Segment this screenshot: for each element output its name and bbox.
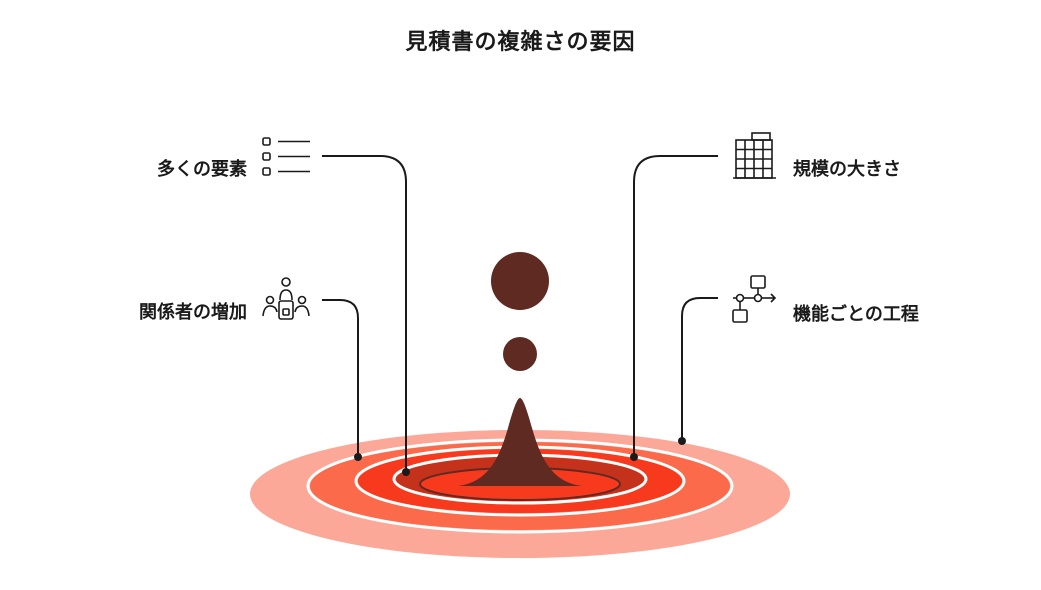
page-title: 見積書の複雑さの要因 <box>405 30 636 55</box>
connector-stakeholders <box>322 299 359 457</box>
flowchart-icon <box>732 275 777 323</box>
connector-scale <box>633 155 718 457</box>
droplet-small <box>503 337 537 371</box>
connector-dot-stakeholders <box>354 453 362 461</box>
label-per-function-effort: 機能ごとの工程 <box>793 304 919 325</box>
connector-dot-per-function <box>678 437 686 445</box>
label-scale: 規模の大きさ <box>793 159 901 180</box>
connector-dot-scale <box>630 453 638 461</box>
connector-dot-many-elements <box>402 468 410 476</box>
droplet-large <box>491 252 549 310</box>
connector-per-function <box>681 297 718 441</box>
checklist-icon <box>262 137 310 176</box>
label-more-stakeholders: 関係者の増加 <box>139 302 247 323</box>
building-icon <box>733 132 776 179</box>
people-group-icon <box>262 277 310 320</box>
label-many-elements: 多くの要素 <box>157 159 247 180</box>
connector-many-elements <box>322 155 407 472</box>
splash-peak <box>458 398 582 486</box>
